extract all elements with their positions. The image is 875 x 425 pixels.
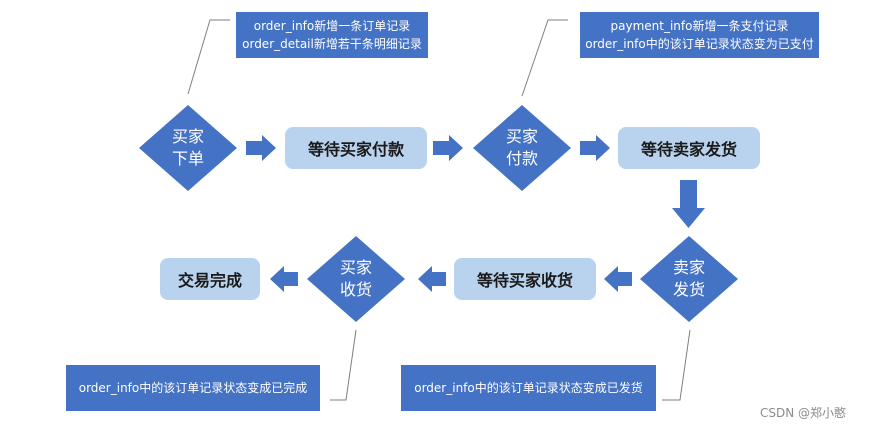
- note-order-created-line2: order_detail新增若干条明细记录: [242, 37, 422, 51]
- diamond-seller-ship: [640, 236, 738, 322]
- note-payment-line2: order_info中的该订单记录状态变为已支付: [585, 37, 814, 51]
- action-buyer-pay-line2: 付款: [505, 149, 538, 168]
- leader-line-order-created: [187, 19, 230, 95]
- state-done: 交易完成: [160, 258, 260, 300]
- action-seller-ship: 卖家 发货: [649, 257, 729, 301]
- note-completed: order_info中的该订单记录状态变成已完成: [66, 365, 320, 411]
- note-payment: payment_info新增一条支付记录 order_info中的该订单记录状态…: [580, 12, 819, 58]
- state-wait-receive: 等待买家收货: [454, 258, 596, 300]
- action-buyer-pay-line1: 买家: [505, 127, 538, 146]
- action-buyer-order-line2: 下单: [171, 149, 204, 168]
- action-buyer-receive-line2: 收货: [339, 280, 372, 299]
- diamond-buyer-receive: [307, 236, 405, 322]
- action-buyer-order: 买家 下单: [148, 126, 228, 170]
- action-buyer-receive: 买家 收货: [316, 257, 396, 301]
- diamond-buyer-order: [139, 105, 237, 191]
- diamond-buyer-pay: [473, 105, 571, 191]
- note-order-created-line1: order_info新增一条订单记录: [253, 19, 411, 33]
- action-buyer-receive-line1: 买家: [339, 258, 372, 277]
- note-order-created: order_info新增一条订单记录 order_detail新增若干条明细记录: [236, 12, 428, 58]
- note-shipped-text: order_info中的该订单记录状态变成已发货: [414, 381, 643, 395]
- leader-line-shipped: [662, 329, 691, 401]
- leader-line-payment: [521, 19, 568, 97]
- note-completed-text: order_info中的该订单记录状态变成已完成: [78, 381, 308, 395]
- action-seller-ship-line1: 卖家: [672, 258, 705, 277]
- action-buyer-order-line1: 买家: [171, 127, 204, 146]
- action-seller-ship-line2: 发货: [672, 280, 705, 299]
- note-payment-line1: payment_info新增一条支付记录: [610, 19, 789, 33]
- leader-line-completed: [330, 329, 357, 401]
- arrow-right-1: [246, 135, 276, 161]
- state-wait-ship: 等待卖家发货: [618, 127, 760, 169]
- arrow-left-3: [270, 266, 298, 292]
- note-shipped: order_info中的该订单记录状态变成已发货: [401, 365, 656, 411]
- arrow-left-2: [418, 266, 446, 292]
- arrow-right-3: [580, 135, 610, 161]
- arrow-right-2: [433, 135, 463, 161]
- action-buyer-pay: 买家 付款: [482, 126, 562, 170]
- arrow-down: [672, 180, 705, 228]
- arrow-left-1: [604, 266, 632, 292]
- state-wait-pay: 等待买家付款: [285, 127, 427, 169]
- watermark: CSDN @郑小憨: [760, 406, 847, 420]
